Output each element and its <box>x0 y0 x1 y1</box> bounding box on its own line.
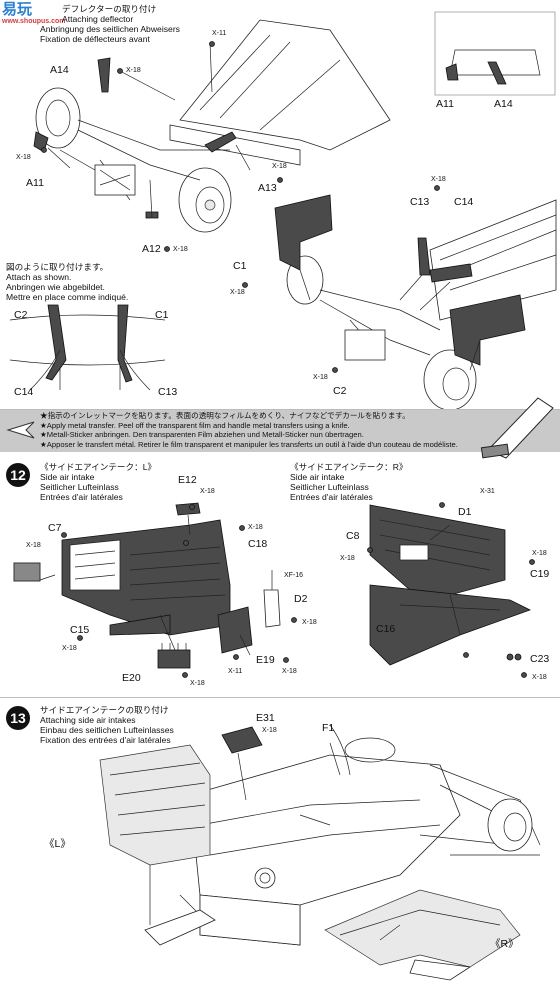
step-13-title: サイドエアインテークの取り付け Attaching side air intak… <box>40 705 174 745</box>
label-x18-s12-a: X-18 <box>200 488 215 495</box>
label-x18-d: X-18 <box>173 246 188 253</box>
label-x18-right-a: X-18 <box>431 176 446 183</box>
mirror-note: 図のように取り付けます。 Attach as shown. Anbringen … <box>6 262 128 302</box>
label-x11: X-11 <box>212 30 227 37</box>
label-c1-mirror: C1 <box>155 309 169 321</box>
label-x18-right-c: X-18 <box>313 374 328 381</box>
notice-de: ★Metall-Sticker anbringen. Den transpare… <box>40 430 364 440</box>
side-intake-right-diagram <box>367 502 535 678</box>
label-x18-right-b: X-18 <box>230 289 245 296</box>
label-c23: C23 <box>530 653 550 665</box>
label-a11: A11 <box>26 177 44 189</box>
label-x11-s12: X-11 <box>228 668 243 675</box>
right-deflector-assembly <box>242 185 557 411</box>
label-a14: A14 <box>50 64 69 76</box>
notice-fr: ★Apposer le transfert métal. Retirer le … <box>40 439 458 449</box>
label-e31: E31 <box>256 712 275 724</box>
label-a11-inset: A11 <box>436 98 454 110</box>
label-x18-s12-d: X-18 <box>302 619 317 626</box>
label-x18-b: X-18 <box>16 154 31 161</box>
step-12-right-fr: Entrées d'air latérales <box>290 492 373 502</box>
label-x18-s12-j: X-18 <box>532 674 547 681</box>
label-c14-right: C14 <box>454 196 474 208</box>
step-13-en: Attaching side air intakes <box>40 715 136 725</box>
label-xf16: XF-16 <box>284 572 304 579</box>
label-c14-mirror: C14 <box>14 386 34 398</box>
top-title-block: デフレクターの取り付け Attaching deflector Anbringu… <box>40 4 180 44</box>
label-c16: C16 <box>376 623 396 635</box>
step-13-number: 13 <box>6 706 30 730</box>
label-x31: X-31 <box>480 488 495 495</box>
step-12-right-title: 《サイドエアインテーク：R》 Side air intake Seitliche… <box>290 462 408 502</box>
label-a13: A13 <box>258 182 277 194</box>
notice-text: ★指示のインレットマークを貼ります。表面の透明なフィルムをめくり、ナイフなどでデ… <box>40 411 458 449</box>
step-12-left-de: Seitlicher Lufteinlass <box>40 482 119 492</box>
label-a12: A12 <box>142 243 161 255</box>
knife-icon <box>6 421 35 439</box>
side-intake-installation-diagram <box>99 724 541 981</box>
step-12-left-fr: Entrées d'air latérales <box>40 492 123 502</box>
label-left-l: 《L》 <box>44 838 71 850</box>
label-c15: C15 <box>70 624 90 636</box>
step-13-jp: サイドエアインテークの取り付け <box>40 705 169 715</box>
step-12-left-en: Side air intake <box>40 472 95 482</box>
label-d2: D2 <box>294 593 308 605</box>
deflector-orientation-diagram <box>9 304 166 391</box>
label-c2-mirror: C2 <box>14 309 28 321</box>
divider-top <box>0 409 560 410</box>
front-suspension-diagram <box>33 11 556 252</box>
metal-transfer-notice: ★指示のインレットマークを貼ります。表面の透明なフィルムをめくり、ナイフなどでデ… <box>0 410 560 452</box>
label-c2-right: C2 <box>333 385 347 397</box>
label-x18-s12-e: X-18 <box>62 645 77 652</box>
top-title-jp: デフレクターの取り付け <box>62 4 157 14</box>
label-e19: E19 <box>256 654 275 666</box>
label-x18-s12-f: X-18 <box>190 680 205 687</box>
label-c13-mirror: C13 <box>158 386 178 398</box>
mirror-note-jp: 図のように取り付けます。 <box>6 262 109 272</box>
label-x18-s12-h: X-18 <box>340 555 355 562</box>
label-x18-a: X-18 <box>126 67 141 74</box>
mirror-note-en: Attach as shown. <box>6 272 72 282</box>
label-x18-s13: X-18 <box>262 727 277 734</box>
label-right-r: 《R》 <box>490 938 519 950</box>
notice-en: ★Apply metal transfer. Peel off the tran… <box>40 420 350 430</box>
step-13-fr: Fixation des entrées d'air latérales <box>40 735 171 745</box>
step-12-right-de: Seitlicher Lufteinlass <box>290 482 369 492</box>
side-intake-left-diagram <box>13 502 297 678</box>
label-x18-s12-i: X-18 <box>532 550 547 557</box>
label-x18-s12-b: X-18 <box>26 542 41 549</box>
label-c7: C7 <box>48 522 62 534</box>
watermark-logo: 易玩 www.shoupus.com <box>2 1 66 26</box>
label-d1: D1 <box>458 506 472 518</box>
watermark-line1: 易玩 <box>2 1 33 18</box>
step-12-number: 12 <box>6 463 30 487</box>
label-a14-inset: A14 <box>494 98 513 110</box>
notice-jp: ★指示のインレットマークを貼ります。表面の透明なフィルムをめくり、ナイフなどでデ… <box>40 411 410 420</box>
top-title-en: Attaching deflector <box>62 14 134 24</box>
label-e20: E20 <box>122 672 141 684</box>
label-x18-s12-c: X-18 <box>248 524 263 531</box>
divider-bottom <box>0 697 560 698</box>
step-12-right-jp: 《サイドエアインテーク：R》 <box>290 462 408 472</box>
label-x18-c: X-18 <box>272 163 287 170</box>
label-c1-right: C1 <box>233 260 247 272</box>
mirror-note-de: Anbringen wie abgebildet. <box>6 282 105 292</box>
label-c8: C8 <box>346 530 360 542</box>
label-c19: C19 <box>530 568 550 580</box>
label-x18-s12-g: X-18 <box>282 668 297 675</box>
knife-tool-illustration <box>480 397 554 459</box>
step-12-left-title: 《サイドエアインテーク：L》 Side air intake Seitliche… <box>40 462 156 502</box>
top-title-de: Anbringung des seitlichen Abweisers <box>40 24 180 34</box>
step-13-de: Einbau des seitlichen Lufteinlasses <box>40 725 174 735</box>
label-c18: C18 <box>248 538 268 550</box>
label-f1: F1 <box>322 722 335 734</box>
top-title-fr: Fixation de déflecteurs avant <box>40 34 150 44</box>
step-12-right-en: Side air intake <box>290 472 345 482</box>
mirror-note-fr: Mettre en place comme indiqué. <box>6 292 129 302</box>
watermark-line2: www.shoupus.com <box>2 18 66 25</box>
step-12-left-jp: 《サイドエアインテーク：L》 <box>40 462 157 472</box>
label-e12: E12 <box>178 474 197 486</box>
label-c13-right: C13 <box>410 196 430 208</box>
